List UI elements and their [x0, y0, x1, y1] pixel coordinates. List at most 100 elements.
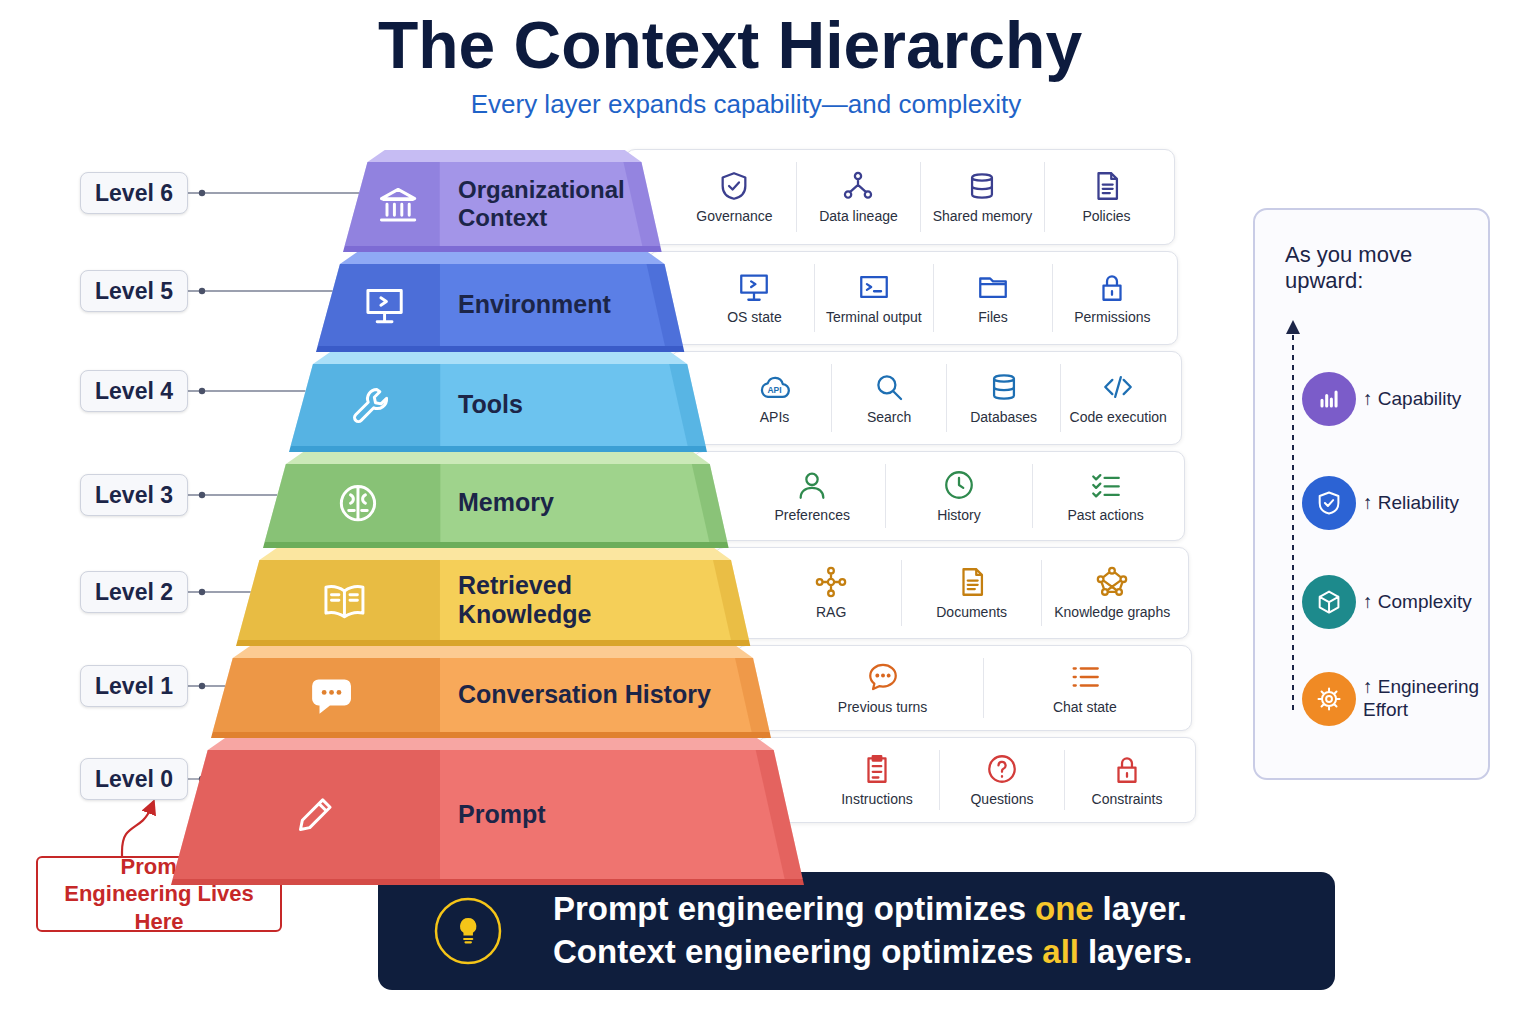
leader-dot	[199, 288, 205, 294]
panel-item: Knowledge graphs	[1041, 560, 1182, 626]
item-label: Constraints	[1088, 791, 1167, 807]
item-label: OS state	[723, 309, 785, 325]
item-label: Governance	[692, 208, 776, 224]
item-icon	[717, 169, 751, 203]
item-label: Chat state	[1049, 699, 1121, 715]
bulb-icon	[378, 872, 538, 990]
layer-top	[233, 646, 753, 658]
dashed-arrow	[1292, 332, 1294, 710]
leader-line	[188, 388, 305, 394]
item-panel: RAGDocumentsKnowledge graphs	[714, 547, 1189, 639]
level-label: Level 0	[95, 766, 173, 793]
item-label: Files	[974, 309, 1012, 325]
panel-item: Search	[831, 364, 946, 432]
pyramid-layer: Prompt	[171, 738, 804, 885]
pyramid-layer: Conversation History	[211, 646, 771, 738]
layer-icon	[326, 587, 363, 617]
connector-path	[188, 390, 305, 391]
item-icon	[1095, 565, 1129, 599]
item-label: Search	[863, 409, 915, 425]
panel-item: Documents	[901, 560, 1042, 626]
item-label: APIs	[756, 409, 794, 425]
layer-icon	[300, 800, 330, 830]
trend-label: ↑ Reliability	[1363, 492, 1485, 515]
item-icon	[976, 270, 1010, 304]
leader-dot	[199, 190, 205, 196]
item-label: Permissions	[1070, 309, 1154, 325]
layer-front	[290, 364, 705, 446]
item-icon	[955, 565, 989, 599]
layer-title: Memory	[458, 488, 554, 518]
item-icon	[1089, 468, 1123, 502]
layer-bottom	[211, 732, 771, 738]
layer-front	[345, 162, 661, 246]
layer-top	[208, 738, 774, 750]
pointer-arrow	[122, 802, 153, 856]
item-icon	[1095, 270, 1129, 304]
layer-front	[173, 750, 803, 879]
connector-path	[188, 290, 333, 291]
item-label: Shared memory	[929, 208, 1037, 224]
item-icon	[987, 370, 1021, 404]
layer-left-facet	[290, 364, 440, 446]
level-badge: Level 1	[80, 665, 188, 707]
item-icon	[1101, 370, 1135, 404]
layer-title: Tools	[458, 390, 523, 420]
item-label: Terminal output	[822, 309, 926, 325]
item-panel: InstructionsQuestionsConstraints	[757, 737, 1196, 823]
panel-item: OS state	[695, 264, 813, 332]
item-label: History	[933, 507, 985, 523]
trend-icon	[1320, 493, 1339, 514]
banner-text: Context engineering optimizes	[553, 931, 1033, 974]
layer-top	[286, 452, 710, 464]
item-icon	[965, 169, 999, 203]
layer-title: Environment	[458, 290, 611, 320]
leader-line	[188, 190, 359, 196]
leader-dot	[199, 683, 205, 689]
item-label: Policies	[1078, 208, 1134, 224]
panel-item: Past actions	[1032, 464, 1179, 528]
panel-item: Data lineage	[796, 162, 920, 232]
item-panel: PreferencesHistory Past actions	[693, 451, 1186, 541]
panel-item: Governance	[673, 162, 796, 232]
panel-item: Permissions	[1052, 264, 1171, 332]
level-label: Level 3	[95, 482, 173, 509]
layer-left-facet	[213, 658, 440, 732]
leader-line	[188, 683, 225, 689]
panel-item: Constraints	[1064, 750, 1189, 810]
item-label: Code execution	[1066, 409, 1171, 425]
panel-item: Databases	[946, 364, 1061, 432]
panel-item: Policies	[1044, 162, 1168, 232]
panel-item: RAG	[761, 560, 901, 626]
level-label: Level 5	[95, 278, 173, 305]
layer-title: Organizational Context	[458, 176, 634, 233]
trend-label: ↑ Capability	[1363, 388, 1485, 411]
layer-bottom	[171, 879, 804, 885]
level-label: Level 6	[95, 180, 173, 207]
leader-line	[188, 288, 333, 294]
side-panel: As you move upward:↑ Capability↑ Reliabi…	[1253, 208, 1490, 780]
trend-circle	[1302, 575, 1356, 629]
layer-bottom	[289, 446, 707, 452]
title: The Context Hierarchy	[0, 0, 1460, 90]
item-icon	[841, 169, 875, 203]
banner-text: layer.	[1103, 888, 1187, 931]
item-icon	[1090, 169, 1124, 203]
trend-circle	[1302, 372, 1356, 426]
level-badge: Level 5	[80, 270, 188, 312]
pyramid-layer: Organizational Context	[343, 150, 662, 252]
trend-icon	[1320, 592, 1339, 613]
item-panel: OS state Terminal output Files Permissions	[648, 251, 1179, 345]
layer-front	[318, 264, 683, 346]
leader-dot	[199, 589, 205, 595]
panel-item: Preferences	[739, 464, 885, 528]
connector-path	[188, 192, 359, 193]
item-icon	[795, 468, 829, 502]
item-panel: Previous turnsChat state	[736, 645, 1192, 731]
panel-item: Code execution	[1060, 364, 1175, 432]
layer-left-facet	[173, 750, 440, 879]
level-label: Level 4	[95, 378, 173, 405]
item-icon	[1068, 660, 1102, 694]
item-icon	[872, 370, 906, 404]
leader-dot	[199, 492, 205, 498]
